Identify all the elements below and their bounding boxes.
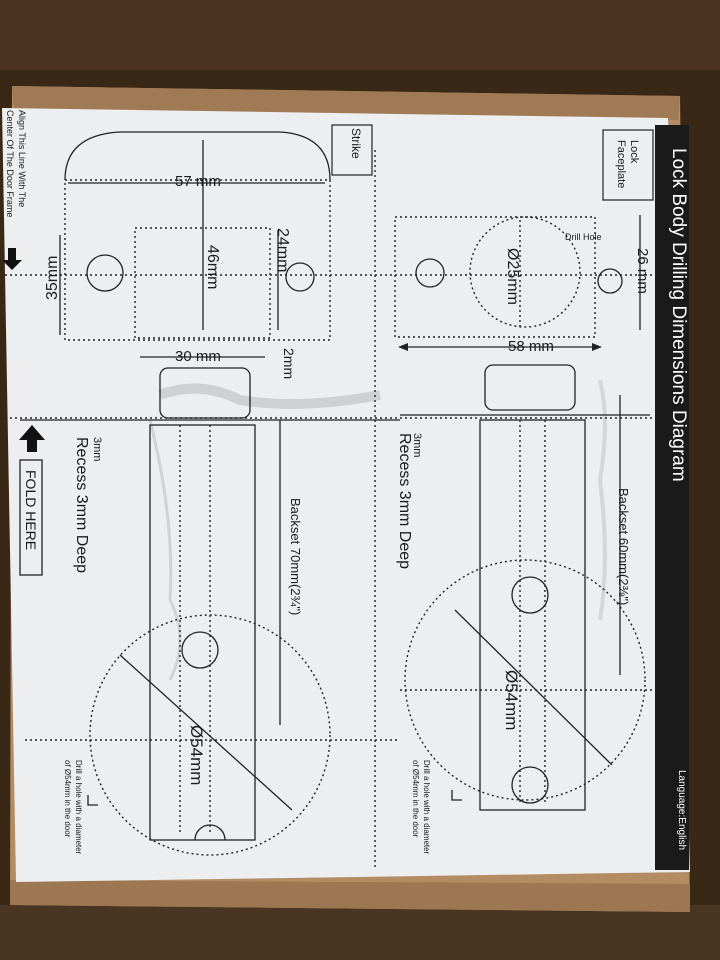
strike-label: Strike bbox=[349, 128, 363, 159]
diagram-title: Lock Body Drilling Dimensions Diagram bbox=[668, 148, 689, 482]
bottom-dim-46: 46mm bbox=[204, 245, 221, 290]
bottom-dim-35: 35mm bbox=[44, 255, 61, 300]
bottom-dim-24: 24mm bbox=[274, 228, 291, 273]
bottom-backset-label: Backset 70mm(2¾") bbox=[288, 498, 303, 616]
bottom-recess-small: 3mm bbox=[91, 437, 103, 462]
align-arrow-icon bbox=[2, 248, 22, 270]
bottom-dim-57: 57 mm bbox=[175, 173, 221, 190]
align-note-1: Align This Line With The bbox=[17, 110, 27, 208]
bottom-diameter-54: Ø54mm bbox=[187, 725, 206, 786]
top-recess-label: Recess 3mm Deep bbox=[396, 433, 413, 570]
top-diameter-54: Ø54mm bbox=[502, 670, 521, 731]
drill-hole-label: Drill Hole bbox=[565, 232, 602, 242]
top-diameter-25: Ø25mm bbox=[504, 248, 521, 305]
bottom-drill-note-2: of Ø54mm in the door bbox=[63, 760, 72, 838]
top-section-drawing bbox=[394, 215, 650, 811]
top-drill-note-2: of Ø54mm in the door bbox=[411, 760, 420, 838]
top-drill-note-1: Drill a hole with a diameter bbox=[422, 760, 431, 855]
lock-faceplate-box bbox=[602, 129, 654, 201]
fold-arrow-icon bbox=[19, 425, 45, 452]
title-bar bbox=[655, 125, 689, 870]
bottom-drill-note-1: Drill a hole with a diameter bbox=[74, 760, 83, 855]
lock-faceplate-label: Lock Faceplate bbox=[614, 140, 640, 189]
top-dim-58: 58 mm bbox=[508, 338, 554, 355]
bottom-dim-2: 2mm bbox=[281, 348, 297, 380]
paper-crease-marks bbox=[148, 379, 607, 681]
top-dim-26: 26 mm bbox=[634, 248, 651, 294]
language-label: Language:English bbox=[676, 770, 687, 851]
fold-here-box bbox=[19, 459, 43, 576]
paper-sheet bbox=[2, 108, 690, 882]
fold-here-label: FOLD HERE bbox=[23, 470, 39, 551]
bottom-recess-label: Recess 3mm Deep bbox=[73, 437, 90, 574]
strike-box bbox=[331, 124, 373, 176]
align-note-2: Center Of The Door Frame bbox=[5, 110, 15, 218]
bottom-dim-30: 30 mm bbox=[175, 348, 221, 365]
bottom-section-drawing bbox=[20, 131, 400, 856]
top-backset-label: Backset 60mm(2⅜") bbox=[616, 488, 631, 606]
